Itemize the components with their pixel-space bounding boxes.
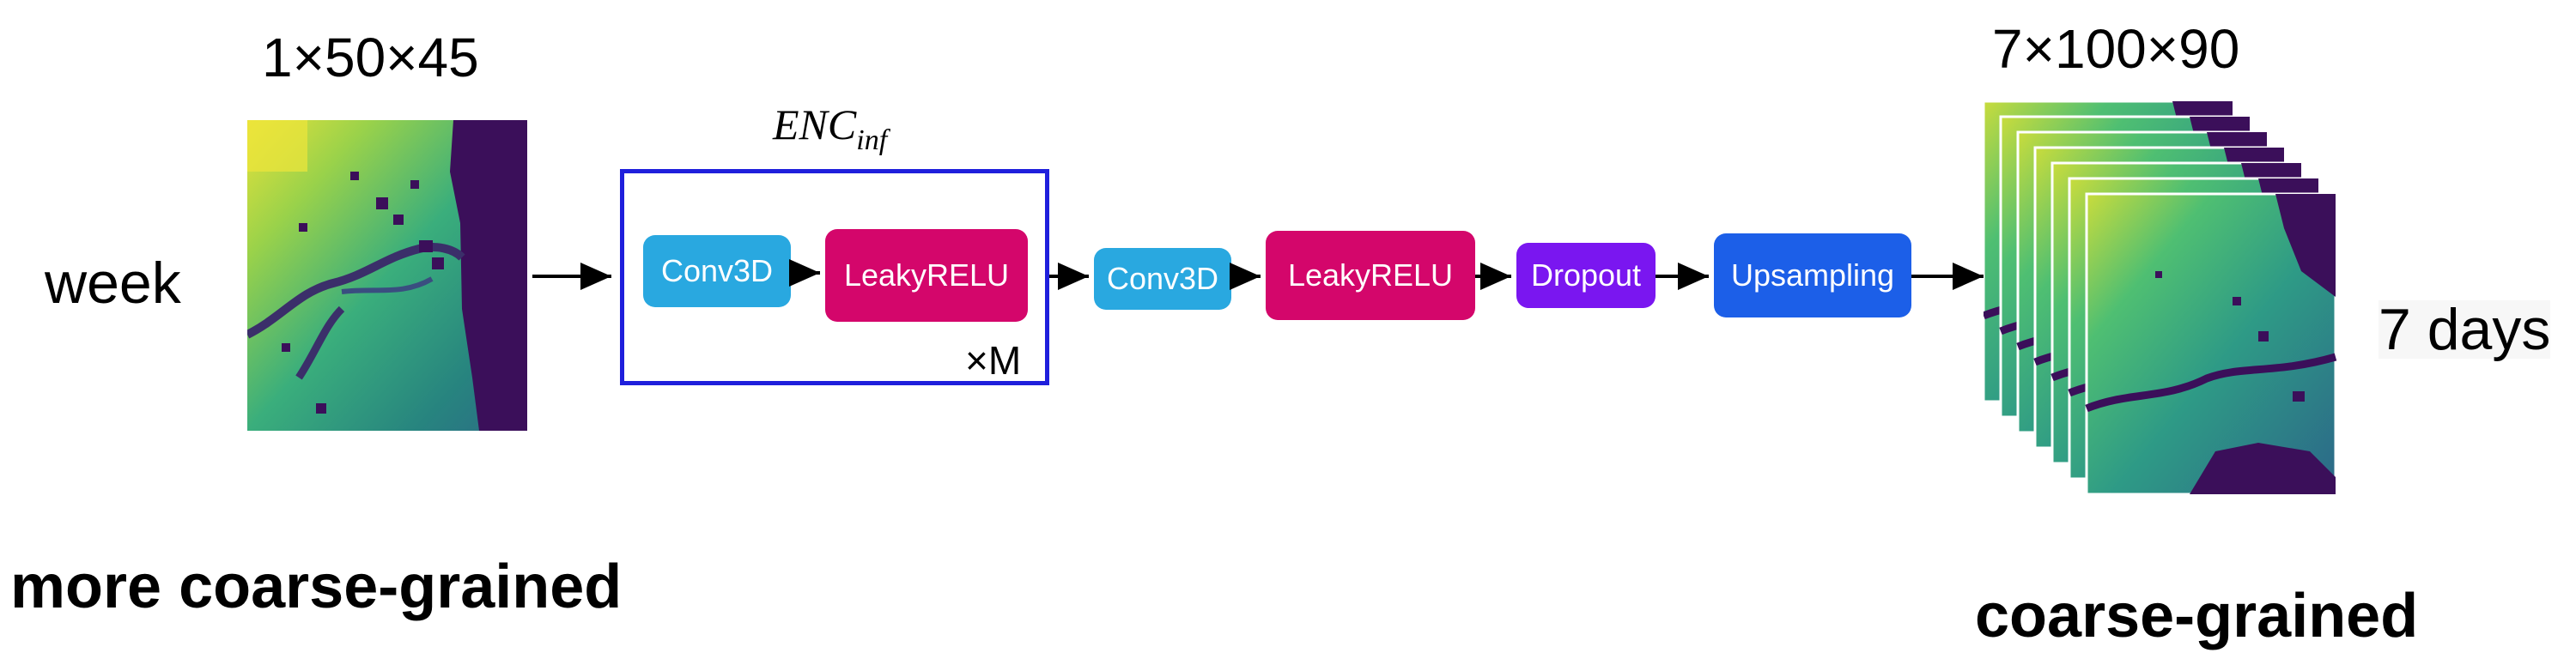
input-map-image (247, 120, 527, 431)
dropout-block: Dropout (1516, 243, 1656, 308)
encoder-title-sub: inf (856, 124, 888, 156)
encoder-conv3d-block: Conv3D (643, 235, 791, 307)
repeat-count-text: ×M (965, 338, 1022, 383)
input-dims-label: 1×50×45 (262, 27, 479, 88)
encoder-group-box (620, 169, 1049, 385)
encoder-title: ENCinf (773, 103, 887, 155)
output-caption: coarse-grained (1975, 582, 2419, 650)
output-dims-label: 7×100×90 (1992, 18, 2240, 80)
encoder-title-main: ENC (773, 100, 857, 148)
leakyrelu-block: LeakyRELU (1266, 231, 1475, 320)
output-map-stack (1984, 101, 2361, 496)
encoder-leakyrelu-block: LeakyRELU (825, 229, 1028, 322)
output-time-label: 7 days (2379, 297, 2551, 362)
input-caption: more coarse-grained (10, 553, 623, 621)
upsampling-block: Upsampling (1714, 233, 1911, 317)
conv3d-block: Conv3D (1094, 248, 1231, 310)
repeat-count-label: ×M (965, 341, 1021, 380)
input-time-label: week (45, 251, 181, 316)
